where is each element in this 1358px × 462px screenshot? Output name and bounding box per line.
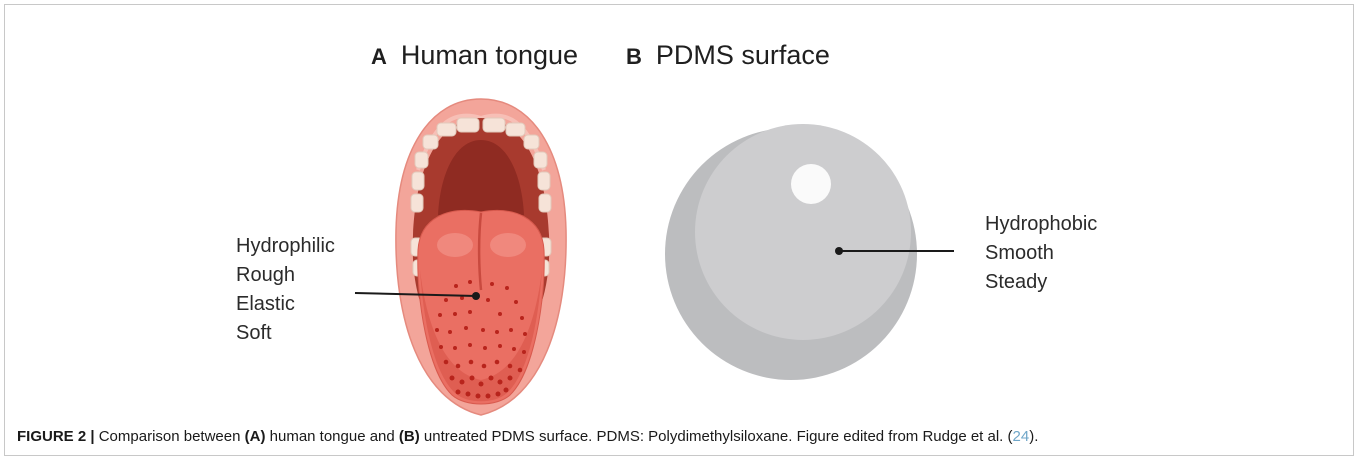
tongue-property-4: Soft — [236, 319, 335, 348]
tongue-property-2: Rough — [236, 261, 335, 290]
tongue-property-1: Hydrophilic — [236, 232, 335, 261]
caption-text-1: Comparison between — [95, 428, 245, 445]
pdms-property-3: Steady — [985, 268, 1097, 297]
pdms-property-1: Hydrophobic — [985, 210, 1097, 239]
tongue-pointer-dot — [472, 292, 480, 300]
caption-ref-b: (B) — [399, 428, 420, 445]
caption-text-2: human tongue and — [265, 428, 398, 445]
caption-text-3: untreated PDMS surface. PDMS: Polydimeth… — [420, 428, 1013, 445]
caption-text-4: ). — [1029, 428, 1038, 445]
tongue-shine-left — [437, 233, 473, 257]
pdms-sphere-illustration — [665, 124, 954, 380]
caption-figure-label: FIGURE 2 | — [17, 428, 95, 445]
pdms-property-2: Smooth — [985, 239, 1097, 268]
sphere-pointer-dot — [835, 247, 843, 255]
tongue-property-3: Elastic — [236, 290, 335, 319]
sphere-highlight — [791, 164, 831, 204]
citation-link[interactable]: 24 — [1013, 428, 1030, 445]
tongue-shine-right — [490, 233, 526, 257]
pdms-property-labels: Hydrophobic Smooth Steady — [985, 210, 1097, 297]
sphere-inner — [695, 124, 911, 340]
caption-ref-a: (A) — [245, 428, 266, 445]
tongue-property-labels: Hydrophilic Rough Elastic Soft — [236, 232, 335, 348]
mouth-illustration — [355, 99, 566, 415]
figure-caption: FIGURE 2 | Comparison between (A) human … — [17, 428, 1337, 445]
